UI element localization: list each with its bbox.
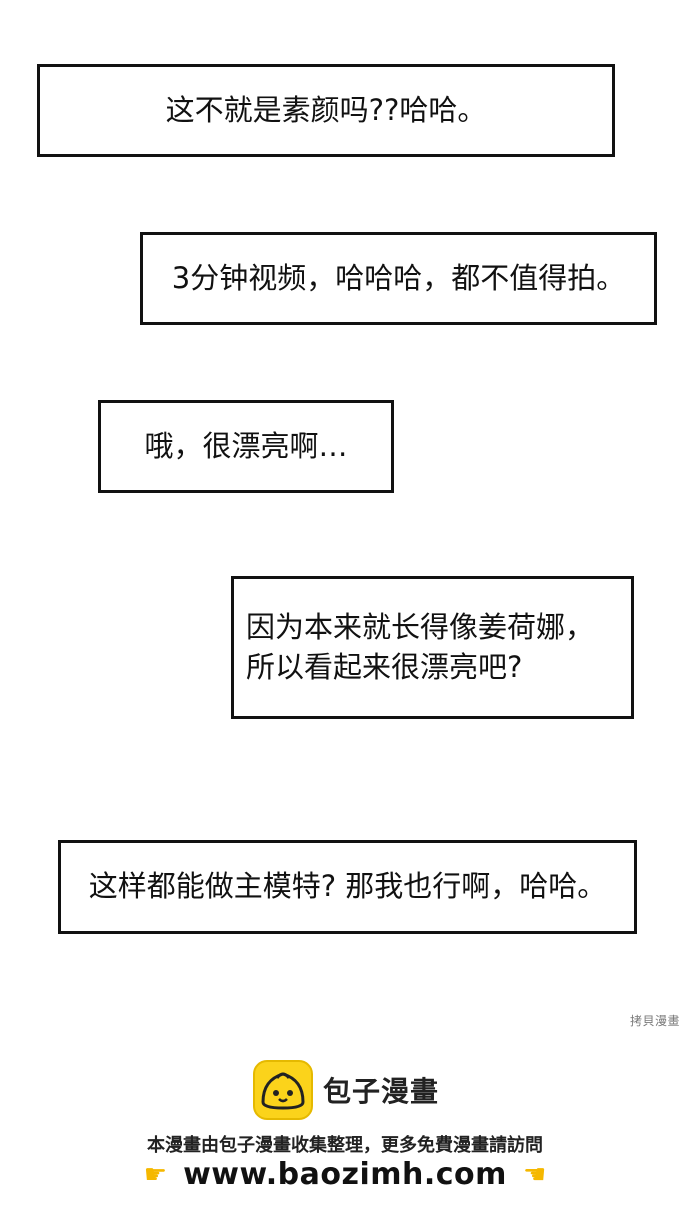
footer-notice: 本漫畫由包子漫畫收集整理，更多免費漫畫請訪問 [147,1135,543,1156]
bubble-4-line-1: 因为本来就长得像姜荷娜， [246,610,595,645]
speech-bubble-3: 哦，很漂亮啊… [98,400,394,493]
speech-bubble-5: 这样都能做主模特? 那我也行啊，哈哈。 [58,840,637,934]
pointing-right-hand-icon: ☛ [143,1159,168,1190]
footer-logo[interactable]: 包子漫畫 [253,1059,439,1121]
footer-logo-text: 包子漫畫 [323,1075,440,1108]
speech-bubble-2: 3分钟视频，哈哈哈，都不值得拍。 [140,232,657,325]
bun-logo-icon [253,1060,313,1120]
footer-url-row: ☛ www.baozimh.com ☚ [0,1157,690,1192]
bubble-3-line-1: 哦，很漂亮啊… [144,428,348,463]
bubble-5-line-1: 这样都能做主模特? 那我也行啊，哈哈。 [88,869,607,904]
watermark: 拷貝漫畫 [629,1014,680,1028]
pointing-left-hand-icon: ☚ [522,1159,547,1190]
speech-bubble-4: 因为本来就长得像姜荷娜， 所以看起来很漂亮吧? [231,576,634,719]
bubble-2-line-1: 3分钟视频，哈哈哈，都不值得拍。 [171,260,626,295]
bubble-1-line-1: 这不就是素颜吗??哈哈。 [165,92,487,127]
bubble-4-line-2: 所以看起来很漂亮吧? [246,649,523,684]
site-footer: 包子漫畫 本漫畫由包子漫畫收集整理，更多免費漫畫請訪問 ☛ www.baozim… [0,1055,690,1205]
footer-url-link[interactable]: www.baozimh.com [183,1157,507,1192]
speech-bubble-1: 这不就是素颜吗??哈哈。 [37,64,615,157]
